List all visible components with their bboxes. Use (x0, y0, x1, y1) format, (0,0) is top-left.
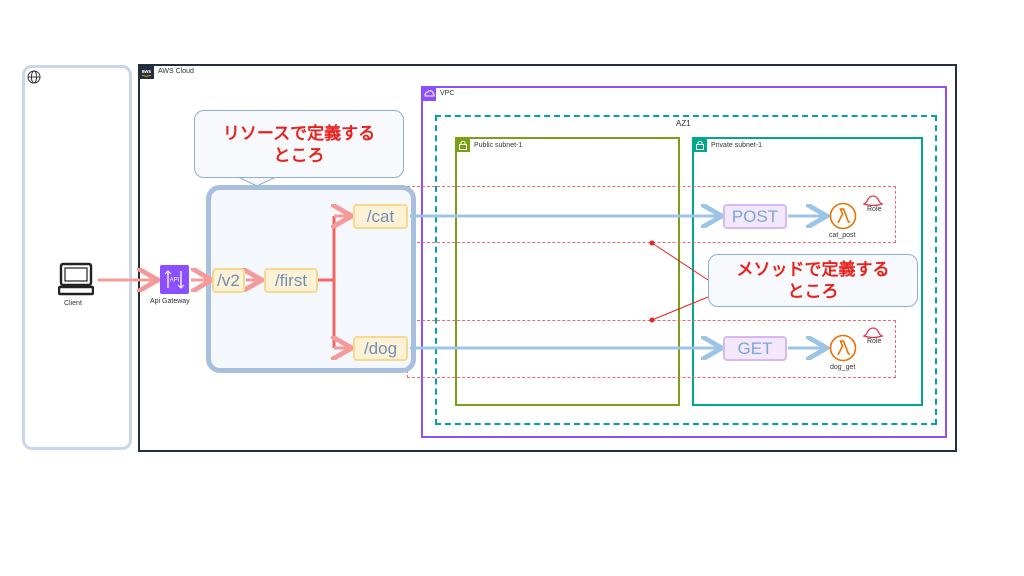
lambda-cat-label: cat_post (829, 232, 856, 239)
private-subnet-label: Private subnet-1 (711, 142, 762, 149)
vpc-boundary (421, 86, 947, 438)
resource-first[interactable]: /first (264, 268, 318, 293)
vpc-icon (422, 87, 436, 101)
resource-callout-tail (237, 176, 277, 187)
aws-cloud-boundary (138, 64, 957, 452)
api-gateway-label: Api Gateway (150, 298, 190, 305)
public-subnet-lock-icon (456, 138, 470, 152)
role-cat-icon (862, 193, 884, 207)
private-subnet-lock-icon (693, 138, 707, 152)
globe-icon (27, 70, 41, 84)
method-pointer-dot-top (649, 240, 655, 246)
role-cat-label: Role (867, 206, 882, 213)
client-computer-icon (57, 262, 95, 298)
method-post[interactable]: POST (723, 204, 787, 229)
resource-callout: リソースで定義する ところ (194, 110, 404, 178)
aws-cloud-label: AWS Cloud (158, 68, 194, 75)
public-subnet-label: Public subnet-1 (474, 142, 523, 149)
method-get[interactable]: GET (723, 336, 787, 361)
svg-text:API: API (170, 278, 180, 284)
client-label: Client (64, 300, 82, 307)
private-subnet-boundary (692, 137, 923, 406)
public-subnet-boundary (455, 137, 680, 406)
vpc-label: VPC (440, 90, 455, 97)
aws-logo-icon: aws (139, 65, 154, 79)
method-callout-line2: ところ (787, 282, 839, 301)
method-callout: メソッドで定義する ところ (708, 254, 918, 307)
method-pointer-dot-bottom (649, 317, 655, 323)
method-pointer-top (651, 242, 709, 281)
lambda-cat-icon (829, 202, 857, 230)
method-pointer-bottom (651, 296, 709, 321)
az-label: AZ1 (676, 119, 691, 128)
resource-v2[interactable]: /v2 (212, 268, 245, 293)
role-dog-icon (862, 325, 884, 339)
resource-callout-line1: リソースで定義する (222, 124, 376, 143)
method-callout-line1: メソッドで定義する (736, 260, 890, 279)
resource-dog[interactable]: /dog (353, 336, 408, 361)
role-dog-label: Role (867, 338, 882, 345)
resource-callout-line2: ところ (273, 146, 325, 165)
lambda-dog-icon (829, 334, 857, 362)
client-panel (22, 65, 132, 450)
resource-cat[interactable]: /cat (353, 204, 408, 229)
lambda-dog-label: dog_get (830, 364, 856, 371)
api-gateway-icon: API (160, 265, 189, 294)
az-boundary (435, 115, 937, 425)
svg-text:aws: aws (142, 69, 152, 75)
